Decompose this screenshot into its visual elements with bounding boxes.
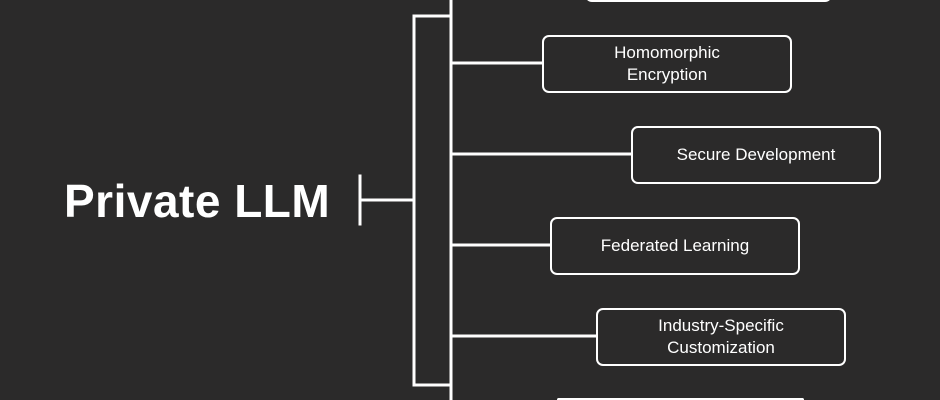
branch-node-label: Federated Learning [600,236,750,255]
branch-node-label: Homomorphic Encryption [614,43,720,84]
root-node-label: Private LLM [64,175,331,227]
branch-node-industry-specific-customization: Industry-Specific Customization [596,308,846,366]
branch-node-top-partial [585,0,832,2]
branch-node-federated-learning: Federated Learning [550,217,800,275]
branch-node-homomorphic-encryption: Homomorphic Encryption [542,35,792,93]
branch-node-secure-development: Secure Development [631,126,881,184]
branch-node-bottom-partial [557,398,804,400]
branch-node-label: Industry-Specific Customization [658,316,784,357]
branch-node-label: Secure Development [676,145,836,164]
